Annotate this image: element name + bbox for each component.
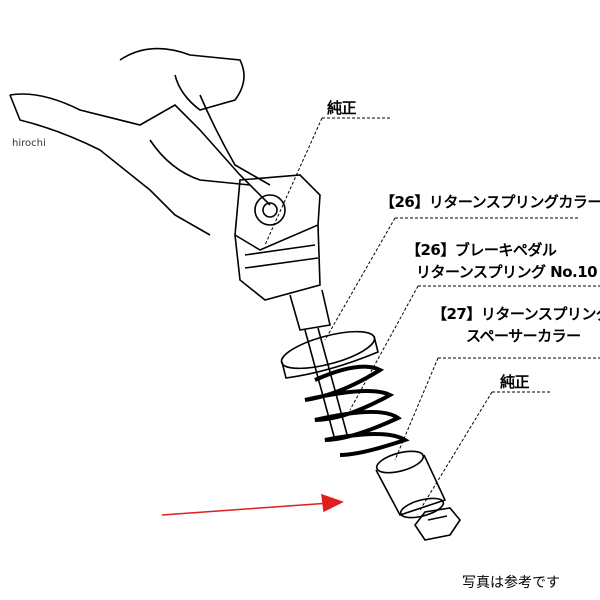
label-spacer-collar-2: スペーサーカラー — [466, 327, 581, 345]
nut — [414, 507, 461, 541]
spacer-collar — [375, 450, 447, 519]
label-spacer-collar-1: 【27】リターンスプリング — [432, 305, 600, 323]
bolt-shaft — [289, 289, 349, 441]
watermark: hirochi — [12, 138, 46, 149]
label-return-spring-collar: 【26】リターンスプリングカラー — [380, 193, 600, 211]
brake-pedal-arm — [9, 47, 321, 301]
reference-note: 写真は参考です — [462, 575, 560, 591]
return-spring-collar — [280, 330, 379, 379]
leader-lines — [264, 117, 600, 511]
red-arrow — [161, 493, 344, 516]
label-genuine-bottom: 純正 — [500, 373, 530, 391]
label-brake-pedal-spring-2: リターンスプリング No.10 — [416, 263, 598, 281]
label-brake-pedal-spring-1: 【26】ブレーキペダル — [406, 241, 557, 259]
label-genuine-top: 純正 — [327, 99, 357, 117]
return-spring — [304, 364, 410, 457]
